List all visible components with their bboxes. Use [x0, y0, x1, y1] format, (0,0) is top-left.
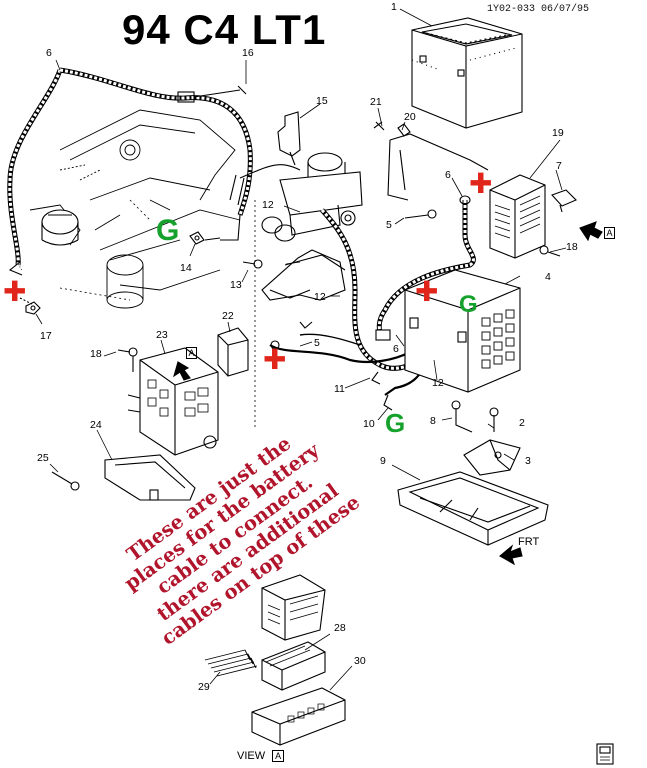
- callout-5-lower: 5: [314, 337, 320, 349]
- positive-cable-6-loom: [7, 67, 253, 276]
- callout-28: 28: [334, 622, 346, 634]
- nut-17: [19, 297, 41, 315]
- brake-master-cylinder: [261, 152, 363, 301]
- callout-6-right: 6: [445, 169, 451, 181]
- bolt-18-lower: [117, 347, 138, 372]
- callout-21: 21: [370, 96, 382, 108]
- ground-mark-battery: G: [459, 291, 478, 318]
- bolt-8: [451, 400, 473, 433]
- starter-motor: [41, 209, 79, 246]
- callout-4: 4: [545, 271, 551, 283]
- clip-21: [373, 121, 385, 131]
- callout-12-top: 12: [262, 199, 274, 211]
- ground-mark-engine: G: [156, 214, 180, 247]
- callout-18-right: 18: [566, 241, 578, 253]
- callout-10: 10: [363, 418, 375, 430]
- fuse-block-19: [387, 133, 546, 259]
- callout-13: 13: [230, 279, 242, 291]
- leader-lines: [17, 8, 567, 691]
- callout-6-center: 6: [393, 343, 399, 355]
- view-a-box-lower: A: [186, 347, 197, 359]
- callout-9: 9: [380, 455, 386, 467]
- callout-1: 1: [391, 1, 397, 13]
- callout-15: 15: [316, 95, 328, 107]
- connector-block-30: [251, 687, 346, 746]
- front-label: FRT: [518, 536, 540, 548]
- positive-mark-starter: ✚: [3, 275, 27, 308]
- callout-29: 29: [198, 681, 210, 693]
- callout-14: 14: [180, 262, 192, 274]
- callout-25: 25: [37, 452, 49, 464]
- corner-stamp-icon: [596, 743, 614, 765]
- hold-down-clamp-3: [463, 439, 521, 476]
- ground-mark-lower: G: [385, 408, 406, 438]
- callout-12-middle: 12: [314, 291, 326, 303]
- callout-6-left: 6: [46, 47, 52, 59]
- bolt-18: [539, 245, 561, 257]
- clip-20: [397, 123, 411, 137]
- negative-cable-5: [269, 321, 411, 364]
- positive-cable-12: [229, 164, 434, 371]
- reference-code: 1Y02-033 06/07/95: [487, 4, 590, 15]
- view-a-box-upper: A: [604, 227, 615, 239]
- connector-7: [551, 189, 577, 213]
- callout-5-upper: 5: [386, 219, 392, 231]
- view-arrow-a-lower-icon: [173, 361, 191, 381]
- view-label: VIEW: [237, 750, 266, 762]
- callout-23: 23: [156, 329, 168, 341]
- positive-mark-battery: ✚: [415, 275, 439, 308]
- callout-18-left: 18: [90, 348, 102, 360]
- callout-20: 20: [404, 111, 416, 123]
- bolt-13: [242, 259, 263, 269]
- cable-6-battery: [375, 195, 476, 341]
- positive-mark-fuse-block: ✚: [469, 167, 493, 200]
- callout-2: 2: [519, 417, 525, 429]
- connector-block-28: [261, 641, 326, 691]
- relay-22: [217, 327, 249, 377]
- callout-17: 17: [40, 330, 52, 342]
- bolt-2: [489, 407, 499, 432]
- callout-3: 3: [525, 455, 531, 467]
- engine-block: [29, 109, 241, 309]
- nut-14: [189, 231, 221, 245]
- cable-clip-16: [177, 85, 247, 103]
- callout-30: 30: [354, 655, 366, 667]
- battery-insulator-cover: [411, 17, 523, 129]
- callout-8: 8: [430, 415, 436, 427]
- bracket-24: [104, 454, 196, 501]
- battery-tray-9: [397, 471, 549, 546]
- view-arrow-a-upper-icon: [579, 221, 603, 242]
- positive-mark-cable: ✚: [263, 343, 287, 376]
- callout-19: 19: [552, 127, 564, 139]
- view-box-label: A: [272, 750, 285, 763]
- page-title: 94 C4 LT1: [122, 6, 327, 53]
- callout-11: 11: [334, 383, 345, 395]
- connector-block-upper: [261, 574, 326, 641]
- relay-center-23: [127, 347, 219, 456]
- callout-24: 24: [90, 419, 102, 431]
- bolt-25: [51, 471, 80, 491]
- view-caption: VIEW A: [237, 750, 285, 763]
- terminals-29: [204, 649, 258, 677]
- battery: [404, 269, 521, 393]
- callout-7: 7: [556, 160, 562, 172]
- callout-22: 22: [222, 310, 234, 322]
- front-arrow-icon: [499, 544, 523, 566]
- bolt-5-upper: [404, 209, 437, 219]
- callout-16: 16: [242, 47, 254, 59]
- callout-12-lower: 12: [432, 377, 444, 389]
- bracket-15: [277, 111, 301, 166]
